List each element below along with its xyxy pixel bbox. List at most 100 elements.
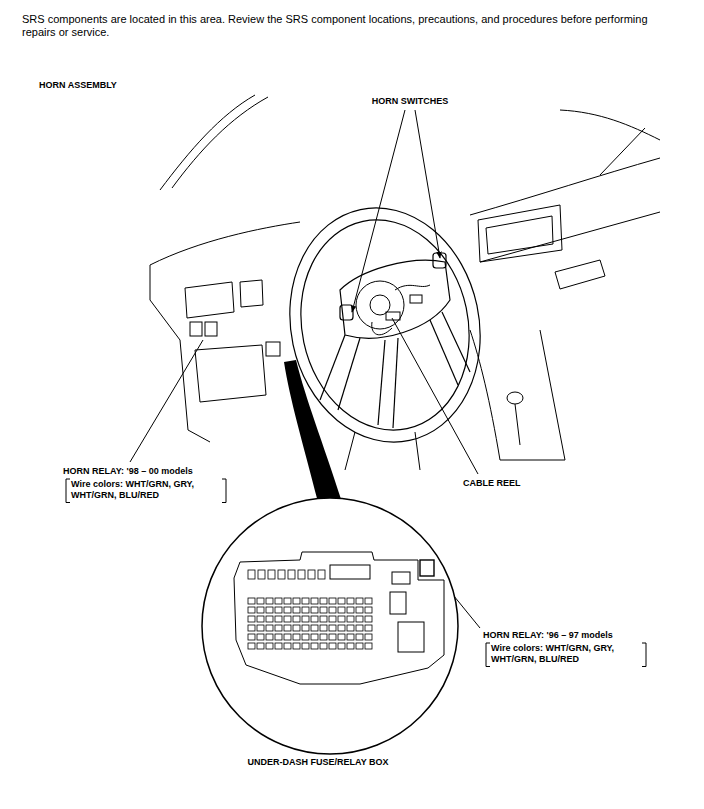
fuse bbox=[365, 616, 372, 622]
fuse bbox=[356, 634, 363, 640]
fuse bbox=[275, 634, 282, 640]
part-name: UNDER-DASH FUSE/RELAY BOX bbox=[246, 757, 389, 768]
fuse bbox=[284, 634, 291, 640]
dashboard-drawing bbox=[345, 432, 355, 470]
fuse bbox=[302, 634, 309, 640]
fuse bbox=[338, 625, 345, 631]
fuse bbox=[257, 625, 264, 631]
part-name: HORN RELAY: '98 – 00 models bbox=[62, 466, 194, 477]
cable-reel bbox=[410, 295, 422, 303]
dashboard-drawing bbox=[150, 95, 660, 470]
fuse bbox=[257, 616, 264, 622]
fuse bbox=[365, 643, 372, 649]
dashboard-drawing bbox=[560, 110, 660, 140]
fuse bbox=[356, 616, 363, 622]
fuse bbox=[329, 634, 336, 640]
dashboard-drawing bbox=[470, 330, 565, 460]
fuse bbox=[266, 616, 273, 622]
steering-wheel bbox=[320, 335, 345, 400]
fuse bbox=[257, 598, 264, 604]
cable-reel bbox=[372, 322, 392, 335]
dashboard-drawing bbox=[478, 205, 562, 262]
fuse bbox=[293, 598, 300, 604]
dashboard-drawing bbox=[150, 265, 210, 442]
fuse bbox=[266, 607, 273, 613]
steering-wheel bbox=[340, 260, 450, 338]
fuse bbox=[302, 643, 309, 649]
leader-lines bbox=[392, 318, 478, 474]
fuse bbox=[356, 607, 363, 613]
fuse-relay-box bbox=[392, 572, 410, 584]
dashboard-drawing bbox=[266, 342, 280, 356]
dashboard-drawing bbox=[507, 392, 523, 404]
fuse bbox=[365, 634, 372, 640]
fuse bbox=[298, 570, 305, 579]
fuse bbox=[338, 607, 345, 613]
fuse bbox=[308, 570, 315, 579]
fuse bbox=[248, 607, 255, 613]
fuse bbox=[293, 634, 300, 640]
fuse bbox=[266, 634, 273, 640]
leader-lines bbox=[130, 340, 203, 462]
steering-wheel bbox=[430, 320, 458, 385]
fuse bbox=[275, 616, 282, 622]
fuse-grid bbox=[248, 570, 372, 649]
fuse bbox=[268, 570, 275, 579]
fuse bbox=[248, 625, 255, 631]
fuse bbox=[293, 607, 300, 613]
dashboard-drawing bbox=[150, 222, 300, 265]
fuse bbox=[293, 625, 300, 631]
fuse-relay-box bbox=[330, 565, 370, 579]
fuse bbox=[293, 616, 300, 622]
fuse bbox=[347, 607, 354, 613]
dashboard-drawing bbox=[555, 260, 605, 289]
fuse bbox=[311, 607, 318, 613]
fuse bbox=[347, 634, 354, 640]
part-name: CABLE REEL bbox=[462, 478, 522, 489]
fuse bbox=[338, 616, 345, 622]
fuse bbox=[248, 598, 255, 604]
fuse bbox=[338, 598, 345, 604]
fuse bbox=[302, 616, 309, 622]
fuse bbox=[311, 625, 318, 631]
dashboard-drawing bbox=[172, 97, 268, 188]
fuse bbox=[356, 625, 363, 631]
fuse bbox=[365, 598, 372, 604]
fuse bbox=[257, 634, 264, 640]
bracket bbox=[642, 643, 646, 667]
fuse bbox=[311, 616, 318, 622]
fuse bbox=[248, 616, 255, 622]
fuse bbox=[347, 598, 354, 604]
fuse bbox=[356, 598, 363, 604]
part-name: HORN SWITCHES bbox=[371, 96, 450, 107]
fuse bbox=[311, 643, 318, 649]
fuse bbox=[347, 616, 354, 622]
fuse bbox=[248, 634, 255, 640]
fuse bbox=[266, 643, 273, 649]
safety-note: SRS components are located in this area.… bbox=[22, 13, 662, 39]
dashboard-drawing bbox=[470, 158, 660, 215]
dashboard-drawing bbox=[205, 322, 217, 336]
fuse bbox=[248, 570, 255, 579]
fuse bbox=[266, 625, 273, 631]
fuse bbox=[320, 634, 327, 640]
dashboard-drawing bbox=[195, 345, 266, 402]
dashboard-drawing bbox=[515, 404, 520, 445]
part-name: HORN RELAY: '96 – 97 models bbox=[482, 630, 614, 641]
steering-wheel bbox=[338, 338, 360, 410]
fuse bbox=[365, 607, 372, 613]
fuse bbox=[275, 607, 282, 613]
fuse bbox=[275, 598, 282, 604]
leader-lines bbox=[415, 110, 440, 258]
fuse bbox=[329, 616, 336, 622]
dashboard-drawing bbox=[240, 280, 263, 307]
dashboard-drawing bbox=[480, 212, 660, 262]
fuse bbox=[320, 607, 327, 613]
fuse bbox=[365, 625, 372, 631]
fuse bbox=[318, 570, 325, 579]
fuse bbox=[320, 598, 327, 604]
fuse bbox=[258, 570, 265, 579]
fuse bbox=[311, 598, 318, 604]
heading: HORN ASSEMBLY bbox=[38, 80, 118, 91]
